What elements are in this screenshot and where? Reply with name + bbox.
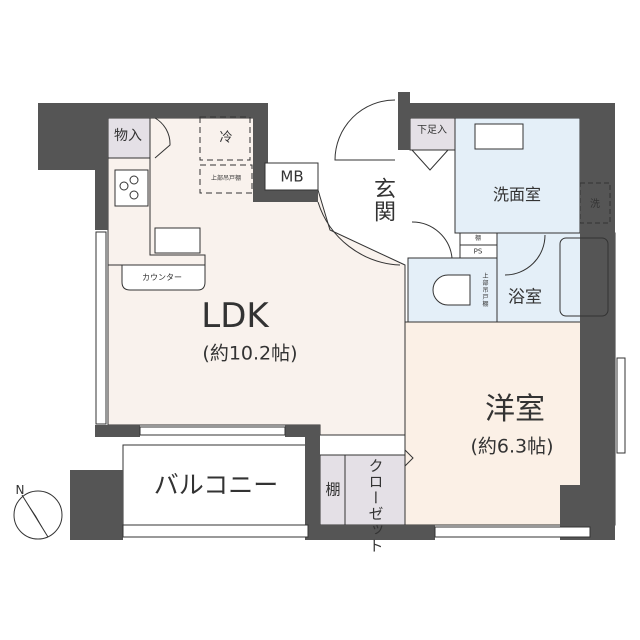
compass-icon bbox=[13, 490, 63, 540]
fridge-label: 冷 bbox=[219, 130, 233, 146]
closet bbox=[344, 454, 406, 526]
meter-box-label: MB bbox=[280, 167, 304, 186]
compass-north-label: N bbox=[15, 483, 25, 497]
washroom-label: 洗面室 bbox=[492, 185, 542, 204]
western-room-label: 洋室 bbox=[485, 392, 545, 427]
stove-icon bbox=[114, 169, 149, 207]
walls bbox=[38, 92, 615, 540]
toilet-icon bbox=[432, 274, 471, 306]
shoe-box-label: 下足入 bbox=[417, 125, 447, 136]
ldk-size: (約10.2帖) bbox=[202, 342, 298, 365]
storage-label: 物入 bbox=[114, 128, 142, 144]
entrance-label: 玄関 bbox=[370, 177, 395, 223]
meter-box bbox=[264, 162, 319, 191]
sink-icon bbox=[154, 227, 201, 254]
small-shelf-label: 棚 bbox=[474, 235, 482, 242]
closet-shelf-label: 棚 bbox=[325, 480, 341, 499]
bathtub-icon bbox=[559, 237, 609, 317]
bathroom-label: 浴室 bbox=[508, 287, 542, 308]
western-room-size: (約6.3帖) bbox=[470, 435, 554, 458]
counter-label: カウンター bbox=[142, 273, 182, 282]
toilet-upper-cabinet-label: 上部吊戸棚 bbox=[481, 272, 488, 308]
balcony-label: バルコニー bbox=[153, 470, 279, 500]
upper-cabinet-label: 上部吊戸棚 bbox=[210, 175, 242, 182]
washer-label: 洗 bbox=[590, 199, 600, 210]
closet-label: クローゼット bbox=[366, 458, 385, 554]
pipe-space-label: PS bbox=[473, 247, 483, 256]
ldk-label: LDK bbox=[201, 296, 269, 336]
